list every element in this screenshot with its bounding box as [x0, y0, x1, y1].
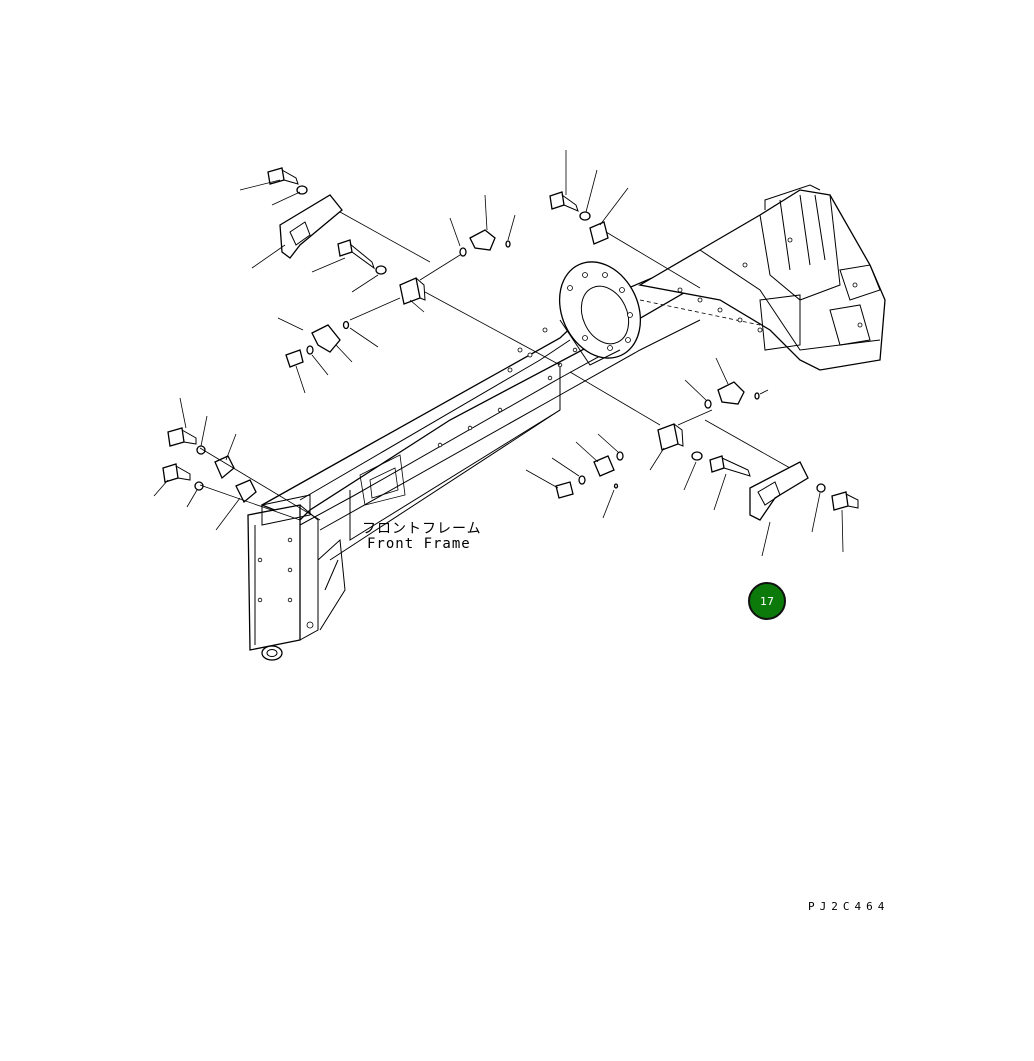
part-name-english: Front Frame [367, 536, 471, 552]
part-name-japanese: フロントフレーム [362, 521, 482, 537]
upper-center-hardware [549, 150, 701, 289]
lower-center-hardware [525, 433, 624, 519]
callout-badge[interactable]: 17 [748, 582, 786, 620]
front-frame-beam [260, 261, 722, 561]
rear-frame-section [638, 184, 886, 371]
lower-left-hardware [153, 397, 321, 531]
upper-left-hardware [239, 167, 561, 394]
right-center-hardware [569, 357, 859, 557]
callout-number: 17 [760, 594, 774, 608]
figure-code: PJ2C464 [808, 900, 890, 913]
center-pivot-flange [558, 261, 642, 366]
front-end-box [247, 494, 346, 661]
